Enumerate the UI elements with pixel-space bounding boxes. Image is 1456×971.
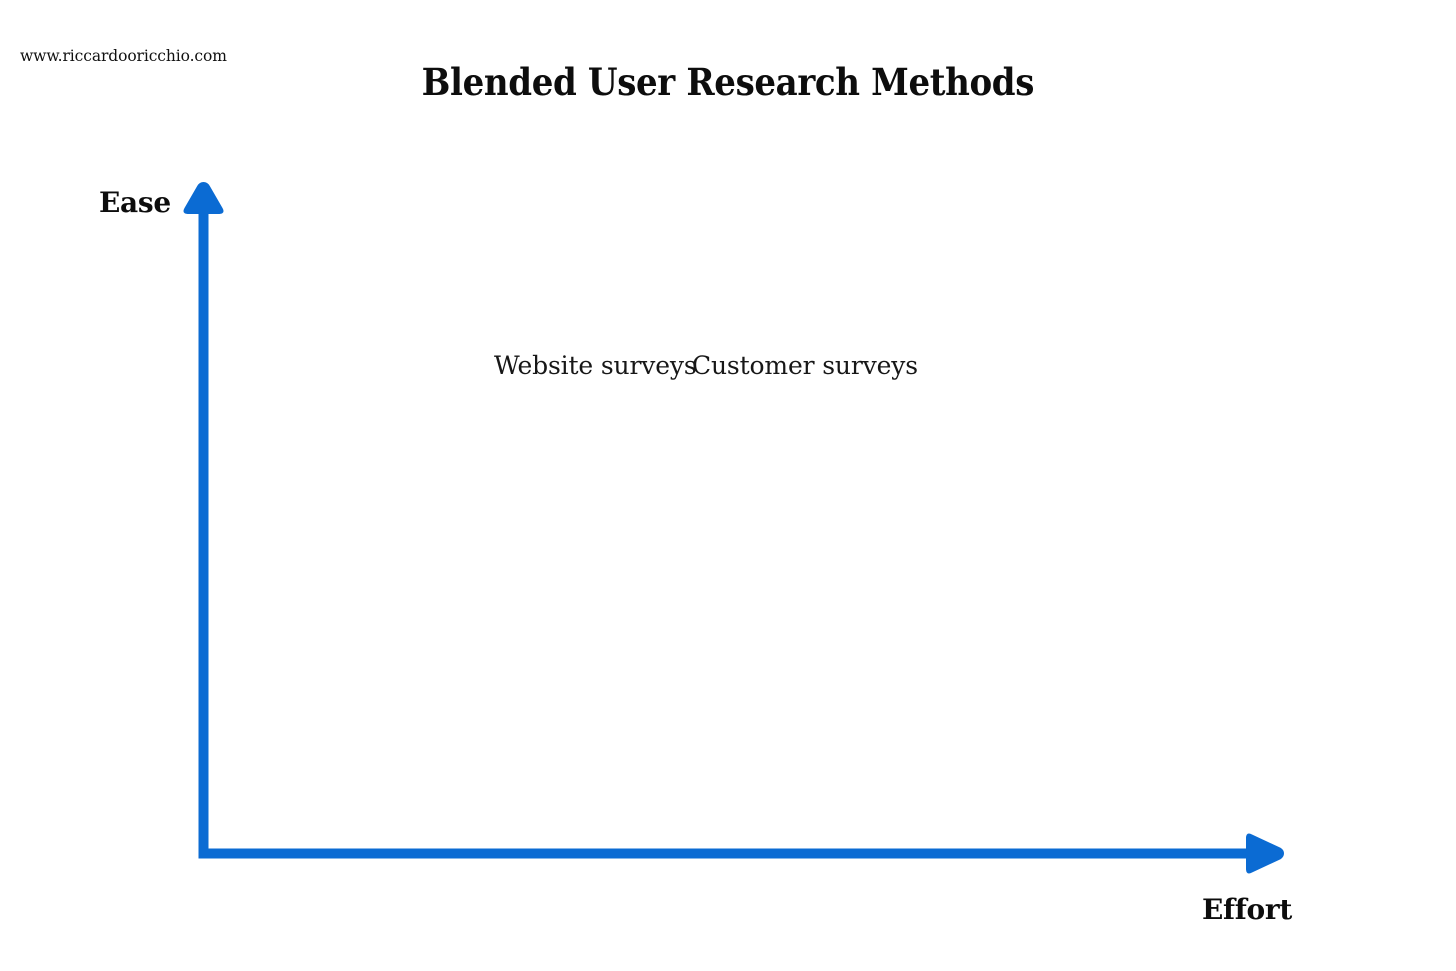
point-label-customer-surveys: Customer surveys [692, 351, 918, 380]
y-axis-shaft [198, 210, 209, 858]
watermark-url: www.riccardooricchio.com [20, 47, 227, 65]
y-axis-arrowhead [183, 182, 224, 214]
y-axis-label: Ease [99, 186, 171, 219]
page-title: Blended User Research Methods [0, 60, 1456, 104]
x-axis-label: Effort [1202, 893, 1292, 926]
point-label-website-surveys: Website surveys [494, 351, 697, 380]
x-axis-arrowhead [1246, 833, 1284, 874]
x-axis-shaft [198, 848, 1255, 859]
page-title-text: Blended User Research Methods [421, 60, 1035, 104]
